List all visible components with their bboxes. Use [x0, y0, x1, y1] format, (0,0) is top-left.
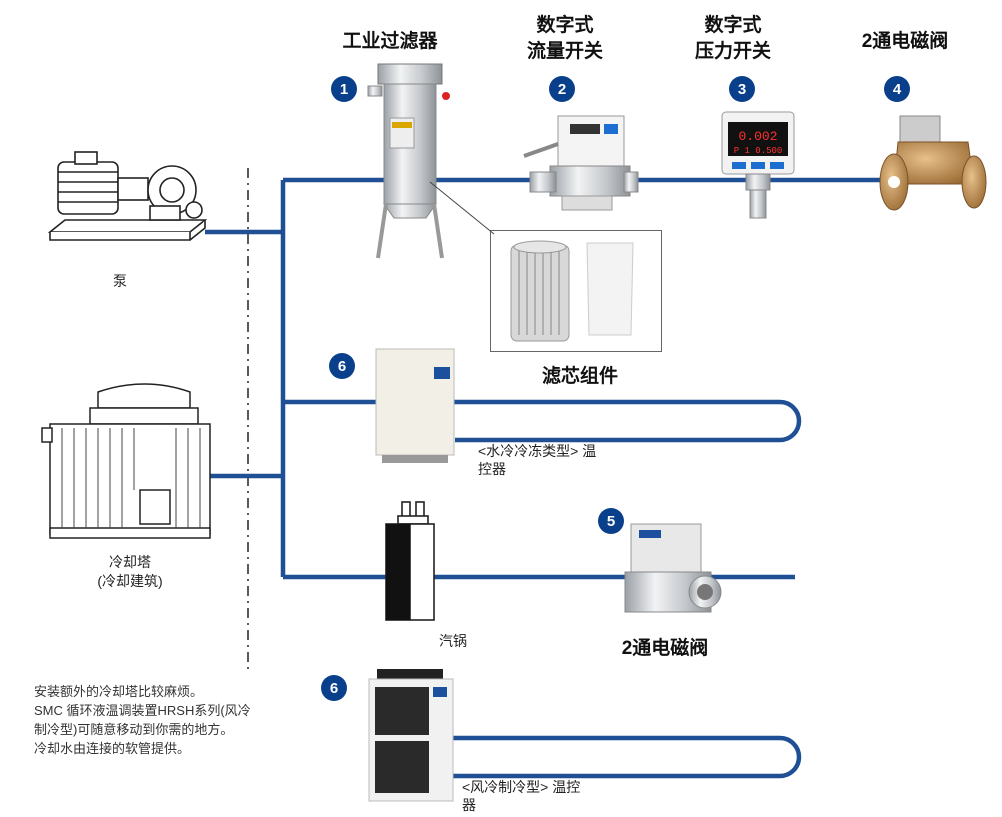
note-line-4: 冷却水由连接的软管提供。 — [34, 741, 191, 756]
badge-6-water: 6 — [329, 353, 355, 379]
svg-text:P 1 0.500: P 1 0.500 — [734, 146, 783, 156]
air-cooled-chiller-icon — [368, 669, 454, 802]
solenoid-valve-steel-icon — [624, 523, 722, 613]
solenoid-valve-bottom-label: 2通电磁阀 — [621, 638, 709, 659]
note-line-2: SMC 循环液温调装置HRSH系列(风冷 — [34, 703, 251, 718]
solenoid-valve-bronze-icon — [879, 115, 987, 211]
flow-switch-label-2: 流量开关 — [526, 41, 603, 62]
air-chiller-type-label: <风冷制冷型> 温控器 — [462, 779, 581, 813]
boiler-label: 汽锅 — [439, 633, 467, 649]
badge-4: 4 — [884, 76, 910, 102]
cooling-tower-icon — [41, 383, 211, 539]
industrial-filter-label: 工业过滤器 — [342, 31, 438, 52]
badge-1: 1 — [331, 76, 357, 102]
pump-label: 泵 — [113, 273, 127, 289]
water-chiller-pipe — [283, 399, 802, 443]
note-line-3: 制冷型)可随意移动到你需的地方。 — [34, 722, 234, 737]
note-line-1: 安装额外的冷却塔比较麻烦。 — [34, 684, 204, 699]
pressure-switch-label-2: 压力开关 — [694, 41, 771, 62]
cooling-tower-label-1: 冷却塔 — [109, 554, 151, 570]
pressure-switch-icon: 0.002 P 1 0.500 — [721, 111, 795, 219]
svg-text:0.002: 0.002 — [738, 129, 777, 144]
water-chiller-type-label: <水冷冷冻类型> 温控器 — [478, 443, 597, 477]
filter-element-label: 滤芯组件 — [541, 366, 618, 387]
flow-switch-label-1: 数字式 — [536, 15, 594, 36]
badge-5: 5 — [598, 508, 624, 534]
industrial-filter-icon — [367, 63, 450, 259]
water-cooled-chiller-icon — [375, 348, 455, 463]
air-chiller-pipe — [450, 735, 802, 779]
badge-2: 2 — [549, 76, 575, 102]
note-text: 安装额外的冷却塔比较麻烦。 SMC 循环液温调装置HRSH系列(风冷 制冷型)可… — [34, 682, 334, 758]
flow-switch-icon — [523, 115, 639, 211]
boiler-icon — [385, 501, 435, 621]
pressure-switch-label-1: 数字式 — [704, 15, 762, 36]
solenoid-valve-top-label: 2通电磁阀 — [861, 31, 949, 52]
badge-6-air: 6 — [321, 675, 347, 701]
filter-element-box — [490, 230, 662, 352]
cooling-tower-label-2: (冷却建筑) — [97, 573, 163, 589]
pump-icon — [47, 151, 208, 241]
badge-3: 3 — [729, 76, 755, 102]
